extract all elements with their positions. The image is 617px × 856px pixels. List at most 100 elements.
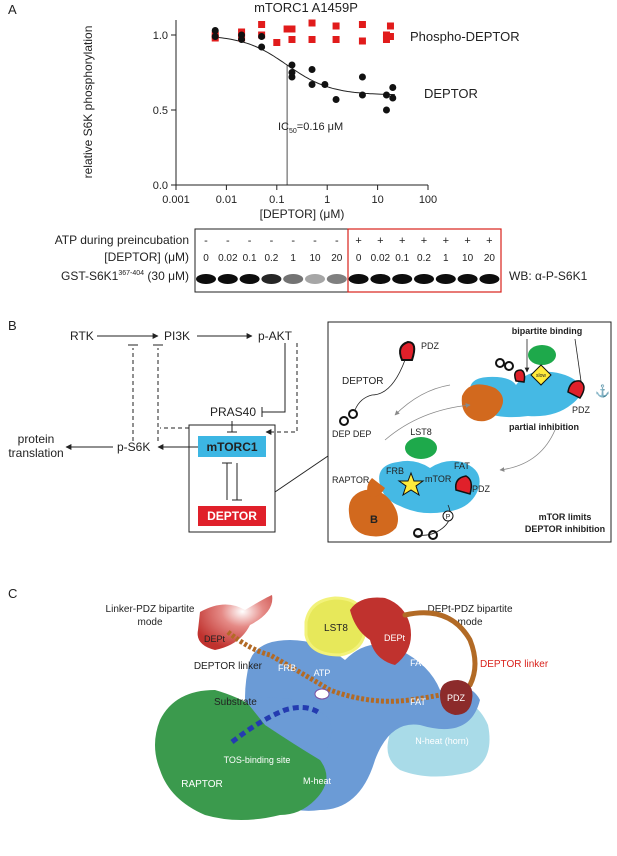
deptor-linker-free <box>354 359 406 411</box>
svg-text:M-heat: M-heat <box>303 776 332 786</box>
western-blot: ATP during preincubation [DEPTOR] (μM) G… <box>55 228 588 293</box>
deptor-point <box>258 33 266 40</box>
deptor-point <box>238 36 246 43</box>
atp-lane-value: - <box>270 235 274 247</box>
deptor-point <box>308 66 316 73</box>
blot-band <box>196 274 216 284</box>
svg-text:DEPt: DEPt <box>204 634 226 644</box>
blot-band <box>348 274 369 284</box>
deptor-point <box>288 69 296 76</box>
atp-lane-value: + <box>377 235 383 247</box>
deptor-lane-value: 0.2 <box>417 253 431 264</box>
deptor-point <box>382 91 390 99</box>
deptor-lane-value: 0 <box>356 253 362 264</box>
svg-text:PDZ: PDZ <box>447 693 466 703</box>
mechanism-inset: PDZ DEPTOR DEP DEP bipartite binding slo… <box>327 321 612 543</box>
dept-left <box>197 595 273 650</box>
blot-band <box>239 274 260 284</box>
phospho-deptor-point <box>382 31 390 39</box>
svg-text:LST8: LST8 <box>324 623 348 634</box>
deptor-lane-value: 0 <box>203 253 209 264</box>
blot-box-plus <box>347 228 502 293</box>
deptor-point <box>288 61 296 69</box>
deptor-point <box>308 81 316 88</box>
substrate-path <box>230 704 320 744</box>
phospho-deptor-point <box>308 19 316 27</box>
blot-band <box>457 274 478 284</box>
deptor-point <box>389 94 397 102</box>
svg-text:FRB: FRB <box>386 466 404 476</box>
pdz-region <box>440 680 473 715</box>
panel-a-letter: A <box>8 2 17 17</box>
y-ticks: 0.00.51.0 <box>153 30 176 192</box>
atp-lane-value: - <box>204 235 208 247</box>
deptor-point <box>211 27 219 34</box>
deptor-lane-value: 1 <box>443 253 449 264</box>
phospho-deptor-point <box>258 21 266 28</box>
pras40-node: PRAS40 <box>210 405 256 419</box>
deptor-lane-value: 20 <box>331 253 343 264</box>
deptor-lane-value: 0.1 <box>395 253 409 264</box>
raptor-region <box>155 690 327 820</box>
svg-text:Substrate: Substrate <box>214 697 257 708</box>
svg-text:slow: slow <box>536 373 546 379</box>
panel-b-letter: B <box>8 318 17 333</box>
translation-label: translation <box>8 446 63 460</box>
deptor-lane-value: 0.1 <box>243 253 257 264</box>
inset-limits-1: mTOR limits <box>539 512 592 522</box>
x-tick-label: 10 <box>371 194 383 206</box>
inset-limits-2: DEPTOR inhibition <box>525 524 605 534</box>
svg-text:TOS-binding site: TOS-binding site <box>224 755 291 765</box>
blot-lanes: -0-0.02-0.1-0.2-1-10-20+0+0.02+0.1+0.2+1… <box>196 235 500 284</box>
structural-model: Linker-PDZ bipartite mode DEPt-PDZ bipar… <box>106 595 549 820</box>
phospho-deptor-point <box>308 36 316 43</box>
deptor-lane-value: 10 <box>309 253 321 264</box>
svg-text:LST8: LST8 <box>410 427 432 437</box>
y-tick-label: 1.0 <box>153 30 168 42</box>
svg-text:N-heat (horn): N-heat (horn) <box>415 736 469 746</box>
protein-label: protein <box>18 432 55 446</box>
mtor-bottom <box>379 460 480 514</box>
svg-text:mode: mode <box>457 617 482 628</box>
legend-phospho-deptor: Phospho-DEPTOR <box>410 29 520 44</box>
deptor-lane-value: 20 <box>484 253 496 264</box>
inhibit-pakt-pras40 <box>262 343 286 413</box>
svg-text:ATP: ATP <box>314 668 331 678</box>
deptor-point <box>211 33 219 40</box>
x-tick-label: 0.001 <box>162 194 190 206</box>
phospho-deptor-point <box>382 36 390 43</box>
deptor-linker-right <box>402 610 478 688</box>
panel-c-letter: C <box>8 586 17 601</box>
phospho-deptor-point <box>288 36 296 43</box>
atp-lane-value: + <box>355 235 361 247</box>
deptor-point <box>389 84 397 91</box>
atp-lane-value: - <box>291 235 295 247</box>
svg-text:PDZ: PDZ <box>472 484 491 494</box>
svg-text:FAT: FAT <box>410 697 426 707</box>
atp-lane-value: + <box>464 235 470 247</box>
svg-text:RAPTOR: RAPTOR <box>181 779 223 790</box>
blot-band <box>283 274 304 284</box>
svg-text:DEPt-PDZ bipartite: DEPt-PDZ bipartite <box>427 604 512 615</box>
raptor-top <box>461 384 504 422</box>
svg-text:PDZ: PDZ <box>572 405 591 415</box>
phospho-deptor-point <box>273 39 281 46</box>
blot-band <box>217 274 238 284</box>
svg-text:FRB: FRB <box>278 663 296 673</box>
blot-band <box>392 274 413 284</box>
svg-text:mode: mode <box>137 617 162 628</box>
phospho-deptor-point <box>358 21 366 28</box>
deptor-linker-left <box>226 630 441 704</box>
atp-star <box>397 471 425 497</box>
atp-lane-value: + <box>443 235 449 247</box>
svg-text:FAT: FAT <box>410 658 426 668</box>
phospho-deptor-point <box>386 22 394 30</box>
inset-connector <box>274 455 329 493</box>
atp-lane-value: - <box>313 235 317 247</box>
blot-band <box>435 274 456 284</box>
svg-text:FAT: FAT <box>454 461 470 471</box>
inset-pdz1: PDZ <box>421 341 440 351</box>
blot-band <box>414 274 434 284</box>
blot-band <box>305 274 325 284</box>
raptor-bottom <box>348 489 398 537</box>
